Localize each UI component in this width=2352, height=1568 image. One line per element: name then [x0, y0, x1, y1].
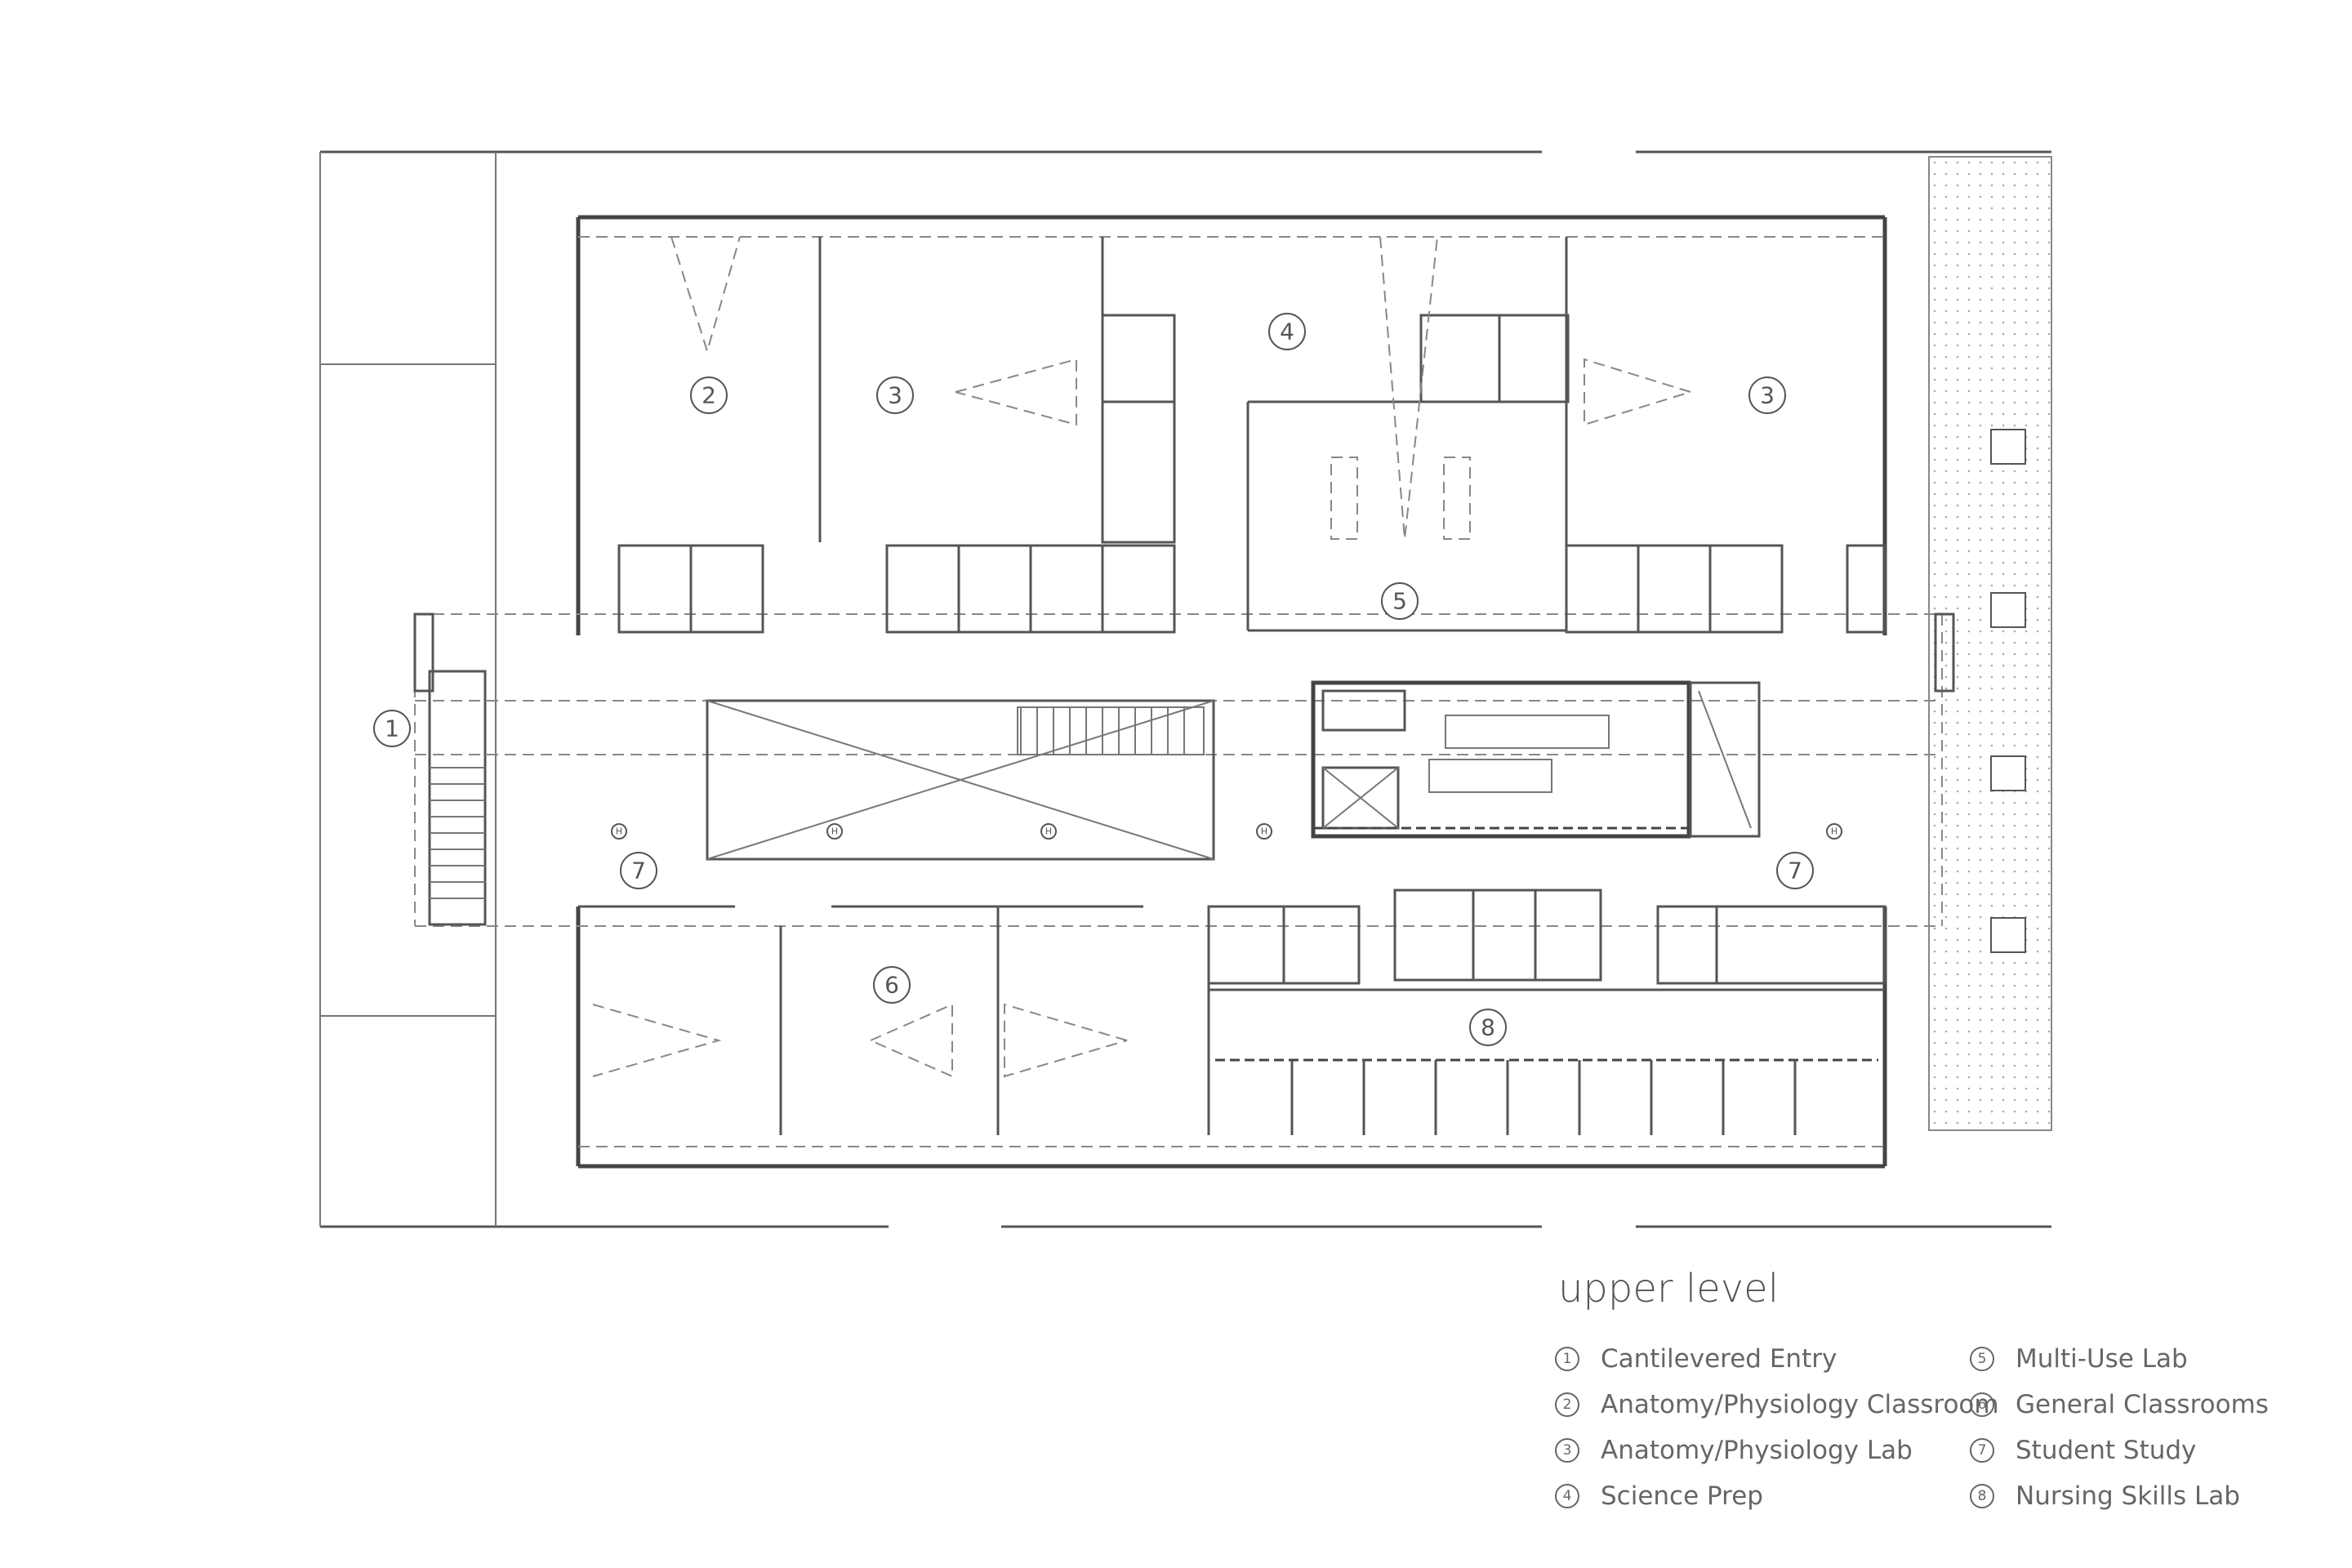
legend-label: Anatomy/Physiology Lab: [1601, 1436, 1913, 1465]
legend-number: 3: [1555, 1438, 1579, 1463]
legend-label: Multi-Use Lab: [2016, 1344, 2188, 1374]
legend-item: 4 Science Prep: [1555, 1481, 1763, 1511]
room-tag: 3: [1748, 376, 1786, 414]
svg-text:1: 1: [385, 715, 399, 742]
terrace: [1928, 156, 2052, 1131]
column-marker-label: H: [831, 826, 838, 837]
core: [1311, 680, 1761, 839]
legend-label: Cantilevered Entry: [1601, 1344, 1838, 1374]
legend-item: 5 Multi-Use Lab: [1970, 1344, 2188, 1374]
svg-text:5: 5: [1392, 588, 1407, 615]
legend-item: 7 Student Study: [1970, 1436, 2196, 1465]
room-tags: 1 2 3 3 4 5 6 7: [373, 313, 1814, 1046]
atrium: [706, 699, 1215, 861]
legend-item: 3 Anatomy/Physiology Lab: [1555, 1436, 1913, 1465]
svg-text:8: 8: [1481, 1014, 1495, 1041]
room-tag: 8: [1469, 1009, 1507, 1046]
room-tag: 1: [373, 710, 411, 747]
room-tag: 3: [876, 376, 914, 414]
legend-label: Nursing Skills Lab: [2016, 1481, 2240, 1511]
room-tag: 2: [690, 376, 728, 414]
room-tag: 5: [1381, 582, 1419, 620]
site-outline: [319, 150, 2051, 1228]
legend-label: Anatomy/Physiology Classroom: [1601, 1390, 1999, 1419]
legend-label: Student Study: [2016, 1436, 2197, 1465]
legend-item: 2 Anatomy/Physiology Classroom: [1555, 1390, 1999, 1419]
legend-number: 7: [1970, 1438, 1994, 1463]
column-marker-label: H: [1045, 826, 1052, 837]
legend-title: upper level: [1558, 1266, 1780, 1312]
legend-number: 8: [1970, 1484, 1994, 1508]
svg-text:6: 6: [884, 972, 899, 999]
legend-item: 6 General Classrooms: [1970, 1390, 2269, 1419]
room-tag: 7: [1776, 852, 1814, 889]
svg-text:2: 2: [702, 382, 716, 409]
south-rooms: [578, 889, 1886, 1135]
legend-label: General Classrooms: [2016, 1390, 2269, 1419]
column-marker-label: H: [616, 826, 622, 837]
column-marker-label: H: [1261, 826, 1267, 837]
legend-item: 8 Nursing Skills Lab: [1970, 1481, 2240, 1511]
room-tag: 4: [1268, 313, 1306, 350]
svg-text:3: 3: [888, 382, 902, 409]
svg-text:7: 7: [631, 858, 646, 884]
west-stair: [413, 612, 1955, 926]
column-markers: H H H H H: [611, 823, 1842, 840]
column-marker-label: H: [1831, 826, 1838, 837]
legend-number: 5: [1970, 1347, 1994, 1371]
building-shell: [414, 215, 1943, 1169]
svg-text:3: 3: [1760, 382, 1775, 409]
legend-item: 1 Cantilevered Entry: [1555, 1344, 1837, 1374]
legend-number: 6: [1970, 1392, 1994, 1417]
legend-label: Science Prep: [1601, 1481, 1763, 1511]
legend-number: 4: [1555, 1484, 1579, 1508]
room-tag: 6: [873, 966, 911, 1004]
svg-text:7: 7: [1788, 858, 1802, 884]
svg-text:4: 4: [1280, 318, 1294, 345]
legend-number: 2: [1555, 1392, 1579, 1417]
north-rooms: [617, 236, 1886, 634]
room-tag: 7: [620, 852, 657, 889]
legend-number: 1: [1555, 1347, 1579, 1371]
